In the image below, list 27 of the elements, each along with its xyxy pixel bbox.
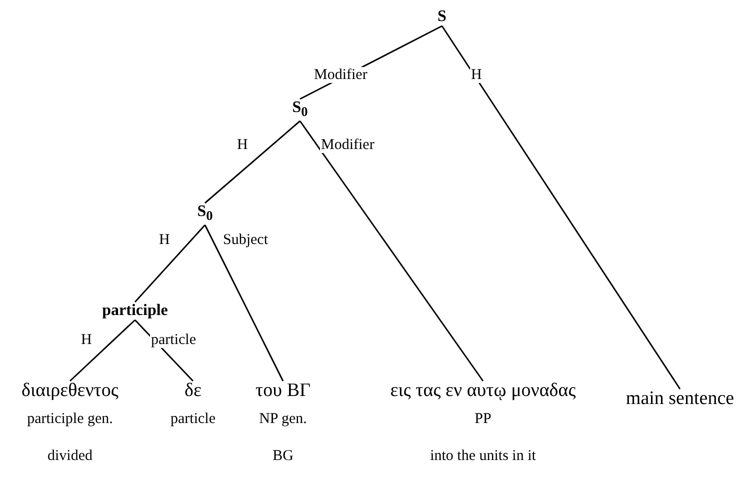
tree-branch bbox=[441, 26, 681, 390]
node-label: S$_{0}$ bbox=[292, 99, 308, 122]
gloss-text: PP bbox=[474, 410, 492, 429]
edge-label: Subject bbox=[222, 232, 269, 248]
edge-label: H bbox=[470, 67, 483, 83]
node-label: διαιρεθεντος bbox=[22, 381, 118, 401]
edge-label: Modifier bbox=[313, 67, 368, 83]
node-label: main sentence bbox=[626, 389, 734, 409]
node-label: participle bbox=[102, 302, 168, 320]
node-label: του ΒΓ bbox=[256, 381, 310, 401]
tree-branch bbox=[69, 319, 136, 382]
gloss-text: NP gen. bbox=[258, 410, 308, 429]
gloss-text: into the units in it bbox=[429, 447, 537, 466]
node-label: εις τας εν αυτῳ μοναδας bbox=[390, 381, 576, 401]
gloss-text: divided bbox=[46, 447, 94, 466]
edge-label: particle bbox=[150, 332, 197, 348]
tree-branch bbox=[204, 224, 284, 382]
gloss-text: participle gen. bbox=[26, 410, 114, 429]
node-label: δε bbox=[184, 381, 202, 401]
tree-branch bbox=[299, 120, 484, 382]
gloss-text: BG bbox=[272, 447, 294, 466]
node-label: S bbox=[438, 8, 446, 26]
edge-label: Modifier bbox=[320, 137, 376, 153]
gloss-text: particle bbox=[170, 410, 216, 429]
tree-branch bbox=[204, 120, 300, 204]
tree-branch bbox=[134, 224, 206, 302]
node-label: S$_{0}$ bbox=[197, 203, 213, 226]
